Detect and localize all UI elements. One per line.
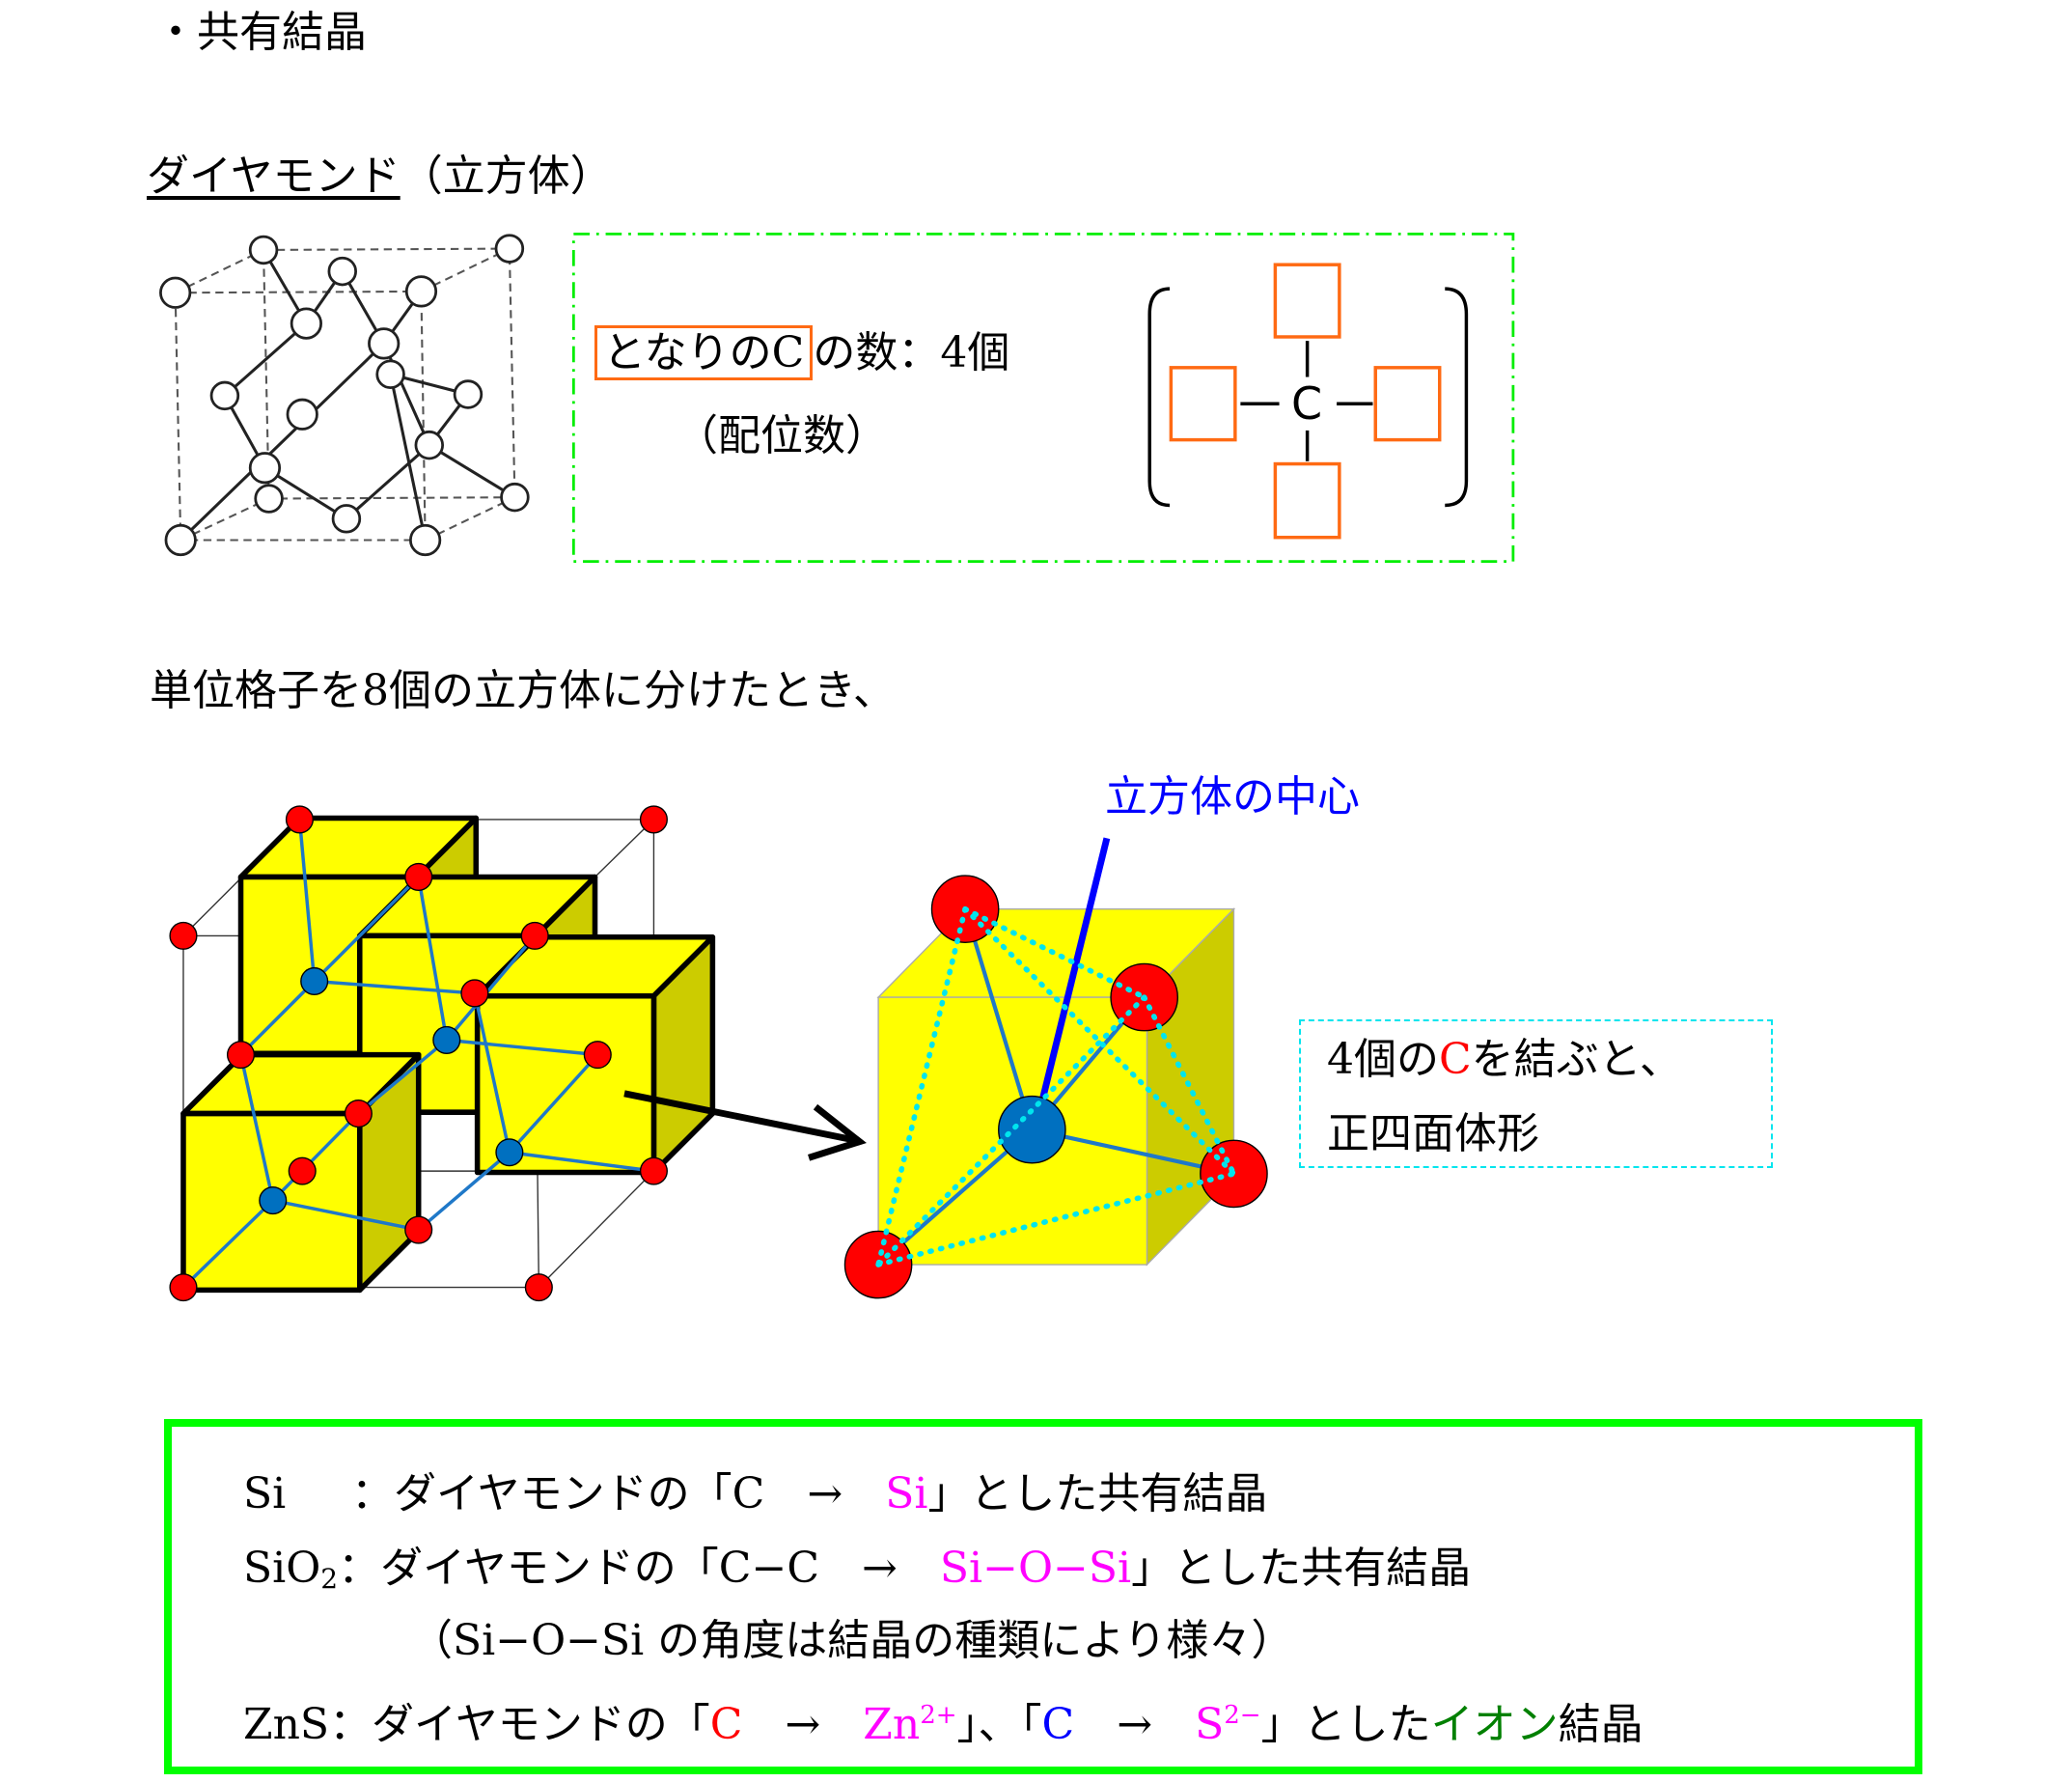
tetrahedron-note-box: [1299, 1019, 1773, 1168]
diamond-structure-sketch: [159, 234, 530, 557]
tetrahedron-cube: [843, 837, 1268, 1299]
diamond-heading-underlined: ダイヤモンド: [147, 152, 401, 201]
arrow-icon: [623, 1090, 867, 1161]
section-title: ・共有結晶: [154, 8, 367, 57]
unit-cell-figure: [169, 805, 716, 1302]
unit-cell-text: 単位格子を8個の立方体に分けたとき、: [150, 666, 896, 715]
neighbor-label-box: となりのC: [594, 325, 814, 380]
summary-box: [164, 1419, 1922, 1774]
center-atom-label: C: [1291, 377, 1323, 430]
center-pointer-line: [1039, 837, 1111, 1100]
tetra-note-line2: 正四面体形: [1327, 1109, 1539, 1158]
blank-box-top: [1273, 263, 1341, 339]
summary-zns: ZnS：ダイヤモンドの「C → Zn2+」、「C → S2−」としたイオン結晶: [243, 1700, 1644, 1749]
blank-box-left: [1169, 366, 1237, 442]
summary-note: （Si−O−Si の角度は結晶の種類により様々）: [410, 1616, 1294, 1665]
tetra-note-line1: 4個のCを結ぶと、: [1327, 1035, 1682, 1084]
blank-box-right: [1373, 366, 1442, 442]
coordination-label: （配位数）: [676, 411, 888, 460]
summary-si: Si：ダイヤモンドの「C → Si」とした共有結晶: [243, 1469, 1268, 1518]
diamond-heading-rest: （立方体）: [400, 152, 613, 201]
coordination-diagram: [1147, 263, 1469, 540]
coordination-box: [571, 232, 1515, 564]
diamond-heading: ダイヤモンド（立方体）: [147, 150, 613, 204]
cube-center-label: 立方体の中心: [1105, 772, 1360, 821]
summary-sio2: SiO2：ダイヤモンドの「C−C → Si−O−Si」とした共有結晶: [243, 1544, 1472, 1595]
neighbor-count-value: の数：4個: [813, 328, 1010, 377]
blank-box-bottom: [1273, 461, 1341, 540]
